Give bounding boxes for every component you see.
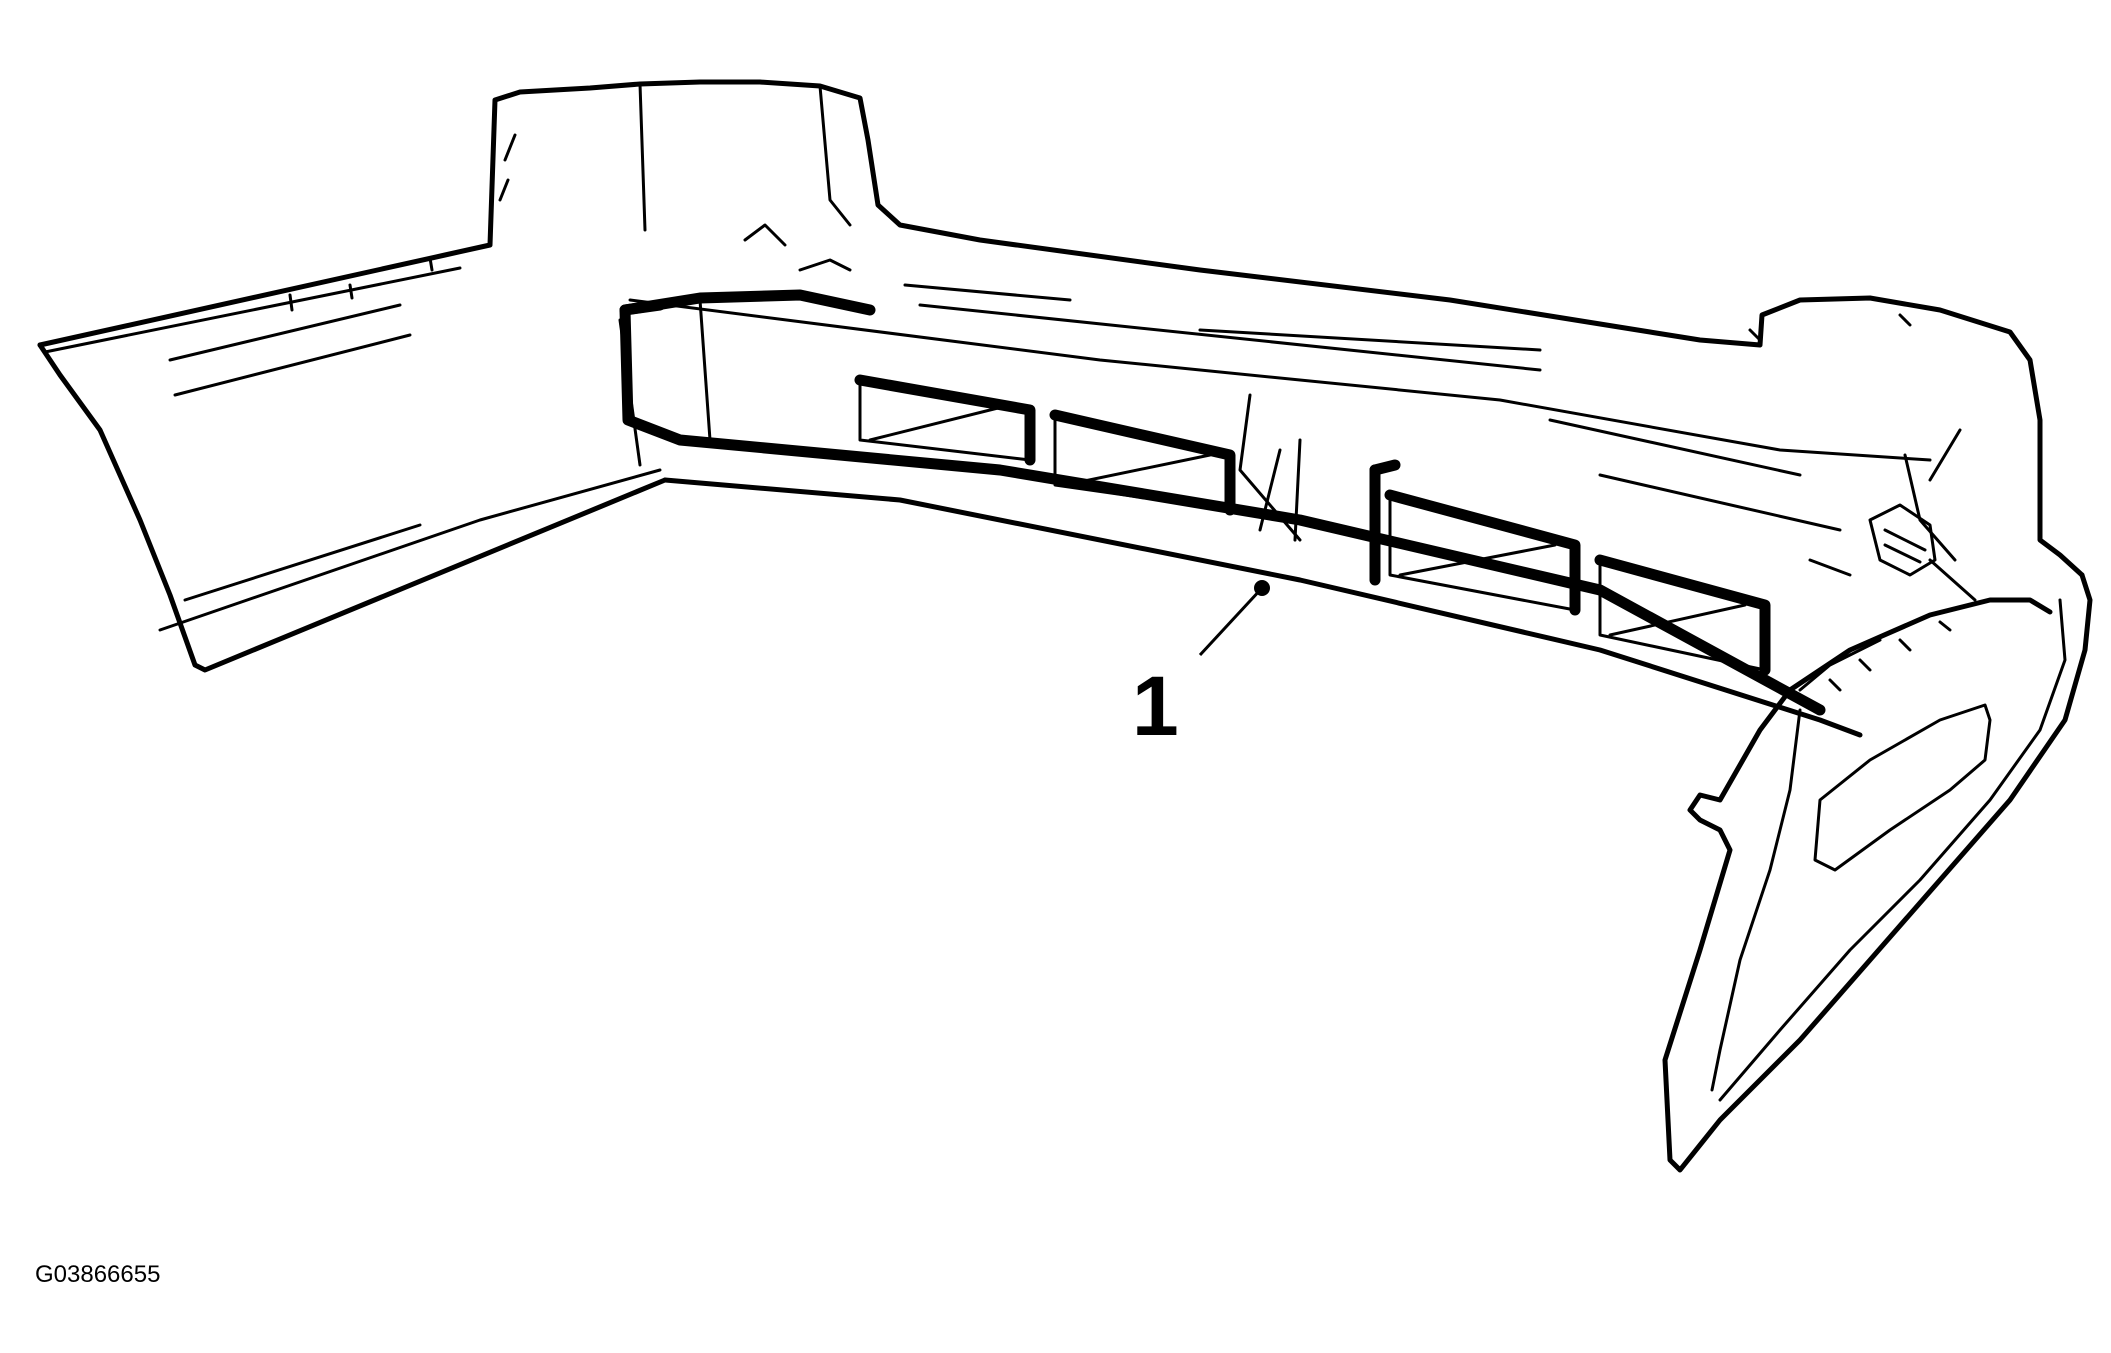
callout-1: 1: [1132, 580, 1270, 753]
absorber-pocket: [1594, 554, 1771, 676]
energy-absorber: [619, 289, 1826, 716]
absorber-pocket: [854, 374, 1036, 466]
figure-id: G03866655: [35, 1261, 160, 1288]
wiring-connector: [1868, 503, 1977, 602]
callout-number: 1: [1132, 659, 1179, 753]
absorber-pocket: [1049, 409, 1236, 516]
bumper-outline: [37, 79, 2093, 1173]
leader-line: [1198, 586, 1264, 657]
absorber-pocket: [1384, 489, 1581, 616]
bumper-inner-detail: [168, 133, 1962, 692]
